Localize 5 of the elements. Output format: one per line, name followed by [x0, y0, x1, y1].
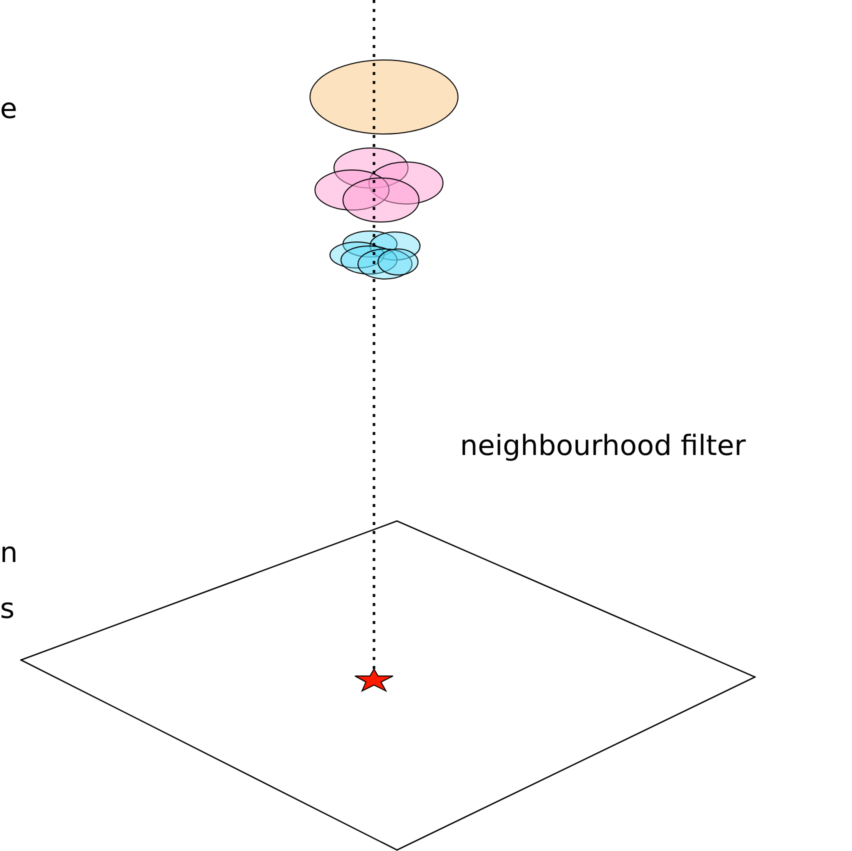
text-label: e — [0, 91, 18, 127]
text-label: n — [0, 535, 18, 571]
text-label: s — [0, 591, 15, 627]
dotted-line — [372, 0, 376, 670]
text-label: neighbourhood filter — [460, 428, 746, 464]
